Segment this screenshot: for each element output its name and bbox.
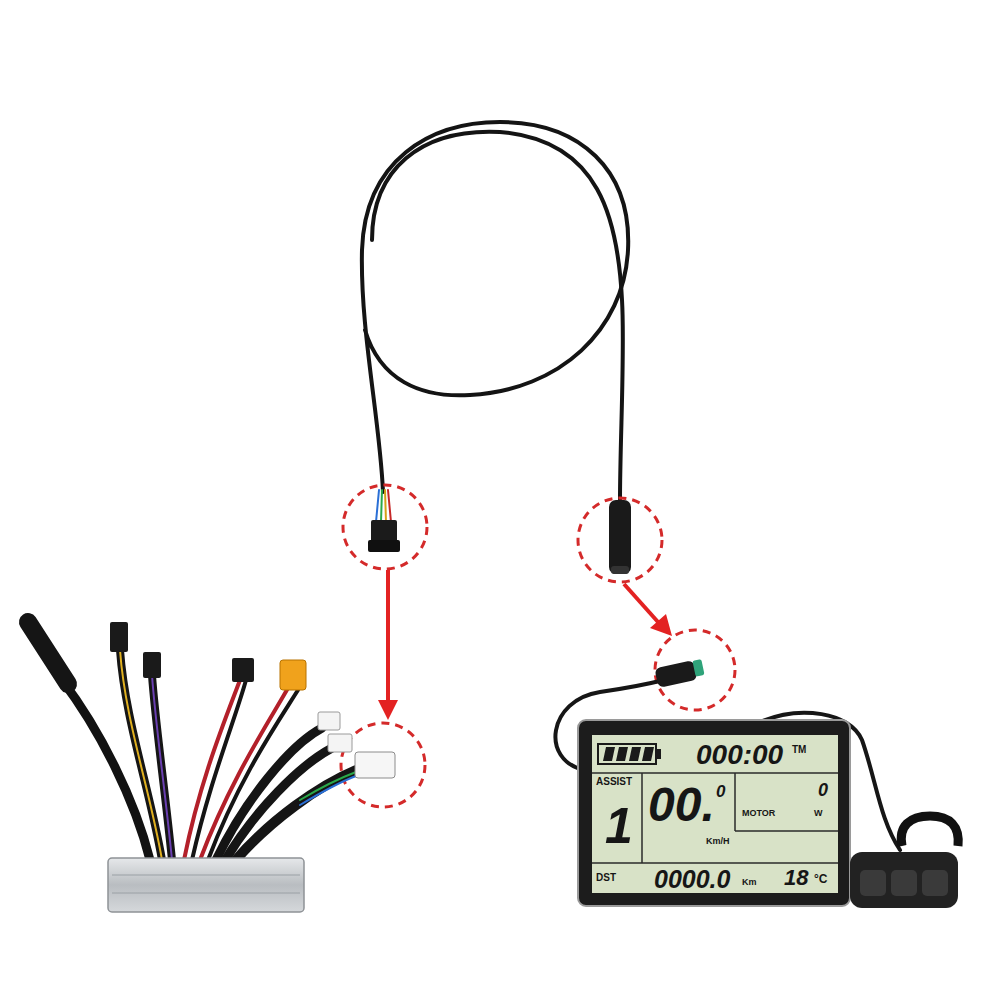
lcd-divider bbox=[592, 772, 838, 774]
clock-digits: 000:00 bbox=[696, 741, 783, 769]
callout-circle bbox=[578, 498, 662, 582]
button-pad bbox=[850, 816, 958, 908]
callout-circle bbox=[343, 485, 427, 569]
controller-housing bbox=[108, 858, 304, 912]
speed-digits: 00. bbox=[648, 781, 715, 829]
button-pad bbox=[901, 816, 958, 846]
assist-label: ASSIST bbox=[596, 777, 632, 787]
controller-housing bbox=[108, 858, 304, 912]
callout-arrow bbox=[624, 584, 658, 622]
controller-wiring bbox=[224, 748, 332, 862]
cable-plug-male bbox=[381, 490, 382, 522]
lcd-divider bbox=[641, 773, 643, 863]
controller-wiring bbox=[62, 680, 150, 860]
controller-connectors bbox=[328, 734, 352, 752]
button-pad bbox=[850, 852, 958, 908]
callout-arrow bbox=[386, 570, 390, 702]
controller-connectors bbox=[280, 660, 306, 690]
motor-label: MOTOR bbox=[742, 809, 775, 818]
controller-housing bbox=[112, 875, 300, 876]
controller-wiring bbox=[234, 770, 356, 862]
controller-wiring bbox=[152, 675, 172, 860]
controller-connectors bbox=[318, 712, 340, 730]
battery-gauge bbox=[603, 747, 615, 761]
controller-housing bbox=[112, 893, 300, 894]
cable-plug-male bbox=[368, 490, 400, 552]
cable-plug-female bbox=[609, 500, 631, 574]
button-pad bbox=[891, 870, 917, 896]
battery-gauge bbox=[656, 749, 661, 759]
battery-gauge bbox=[598, 744, 661, 764]
controller-connectors bbox=[143, 652, 161, 678]
battery-gauge bbox=[616, 747, 628, 761]
cable-plug-male bbox=[388, 490, 391, 522]
assist-level: 1 bbox=[605, 801, 633, 851]
callout-circle bbox=[655, 630, 735, 710]
button-pad bbox=[860, 870, 886, 896]
temperature-unit: °C bbox=[814, 873, 827, 885]
battery-gauge bbox=[598, 744, 656, 764]
lcd-divider bbox=[735, 830, 838, 832]
battery-gauge bbox=[629, 747, 641, 761]
controller-connectors bbox=[355, 752, 395, 778]
speed-unit: Km/H bbox=[706, 837, 730, 846]
callout-arrow bbox=[378, 570, 672, 720]
distance-digits: 0000.0 bbox=[654, 867, 730, 892]
controller-wiring bbox=[300, 776, 356, 805]
callout-arrow bbox=[650, 614, 672, 636]
extension-cable bbox=[372, 132, 623, 500]
display-connector bbox=[654, 659, 704, 688]
display-bezel bbox=[578, 720, 850, 906]
display-bezel bbox=[578, 720, 850, 906]
controller-connectors bbox=[232, 658, 254, 682]
battery-gauge bbox=[642, 747, 654, 761]
lcd-divider bbox=[592, 862, 838, 864]
cable-plug-female bbox=[609, 500, 631, 574]
controller-connectors bbox=[110, 622, 395, 778]
speed-decimal: 0 bbox=[716, 783, 725, 800]
controller-wiring bbox=[28, 622, 356, 862]
cable-plug-male bbox=[385, 490, 386, 522]
power-unit: W bbox=[814, 809, 823, 818]
controller-wiring bbox=[28, 622, 68, 684]
cable-plug-male bbox=[368, 540, 400, 552]
controller-wiring bbox=[300, 772, 356, 800]
distance-unit: Km bbox=[742, 878, 757, 887]
callout-circle bbox=[341, 723, 425, 807]
temperature-digits: 18 bbox=[784, 867, 808, 889]
controller-connectors bbox=[110, 622, 128, 652]
time-unit: TM bbox=[792, 745, 806, 755]
display-connector bbox=[692, 659, 704, 677]
controller-wiring bbox=[208, 690, 298, 860]
controller-wiring bbox=[152, 675, 172, 860]
callout-arrow bbox=[378, 700, 398, 720]
display-connector bbox=[654, 660, 697, 688]
cable-plug-female bbox=[611, 566, 629, 574]
extension-cable bbox=[362, 122, 628, 500]
distance-label: DST bbox=[596, 873, 616, 883]
button-pad bbox=[922, 870, 948, 896]
motor-power: 0 bbox=[818, 781, 828, 799]
lcd-divider bbox=[734, 773, 736, 831]
lcd-screen: 000:00TMASSIST100.0Km/H0MOTORWDST0000.0K… bbox=[592, 735, 838, 893]
cable-plug-male bbox=[376, 490, 379, 522]
